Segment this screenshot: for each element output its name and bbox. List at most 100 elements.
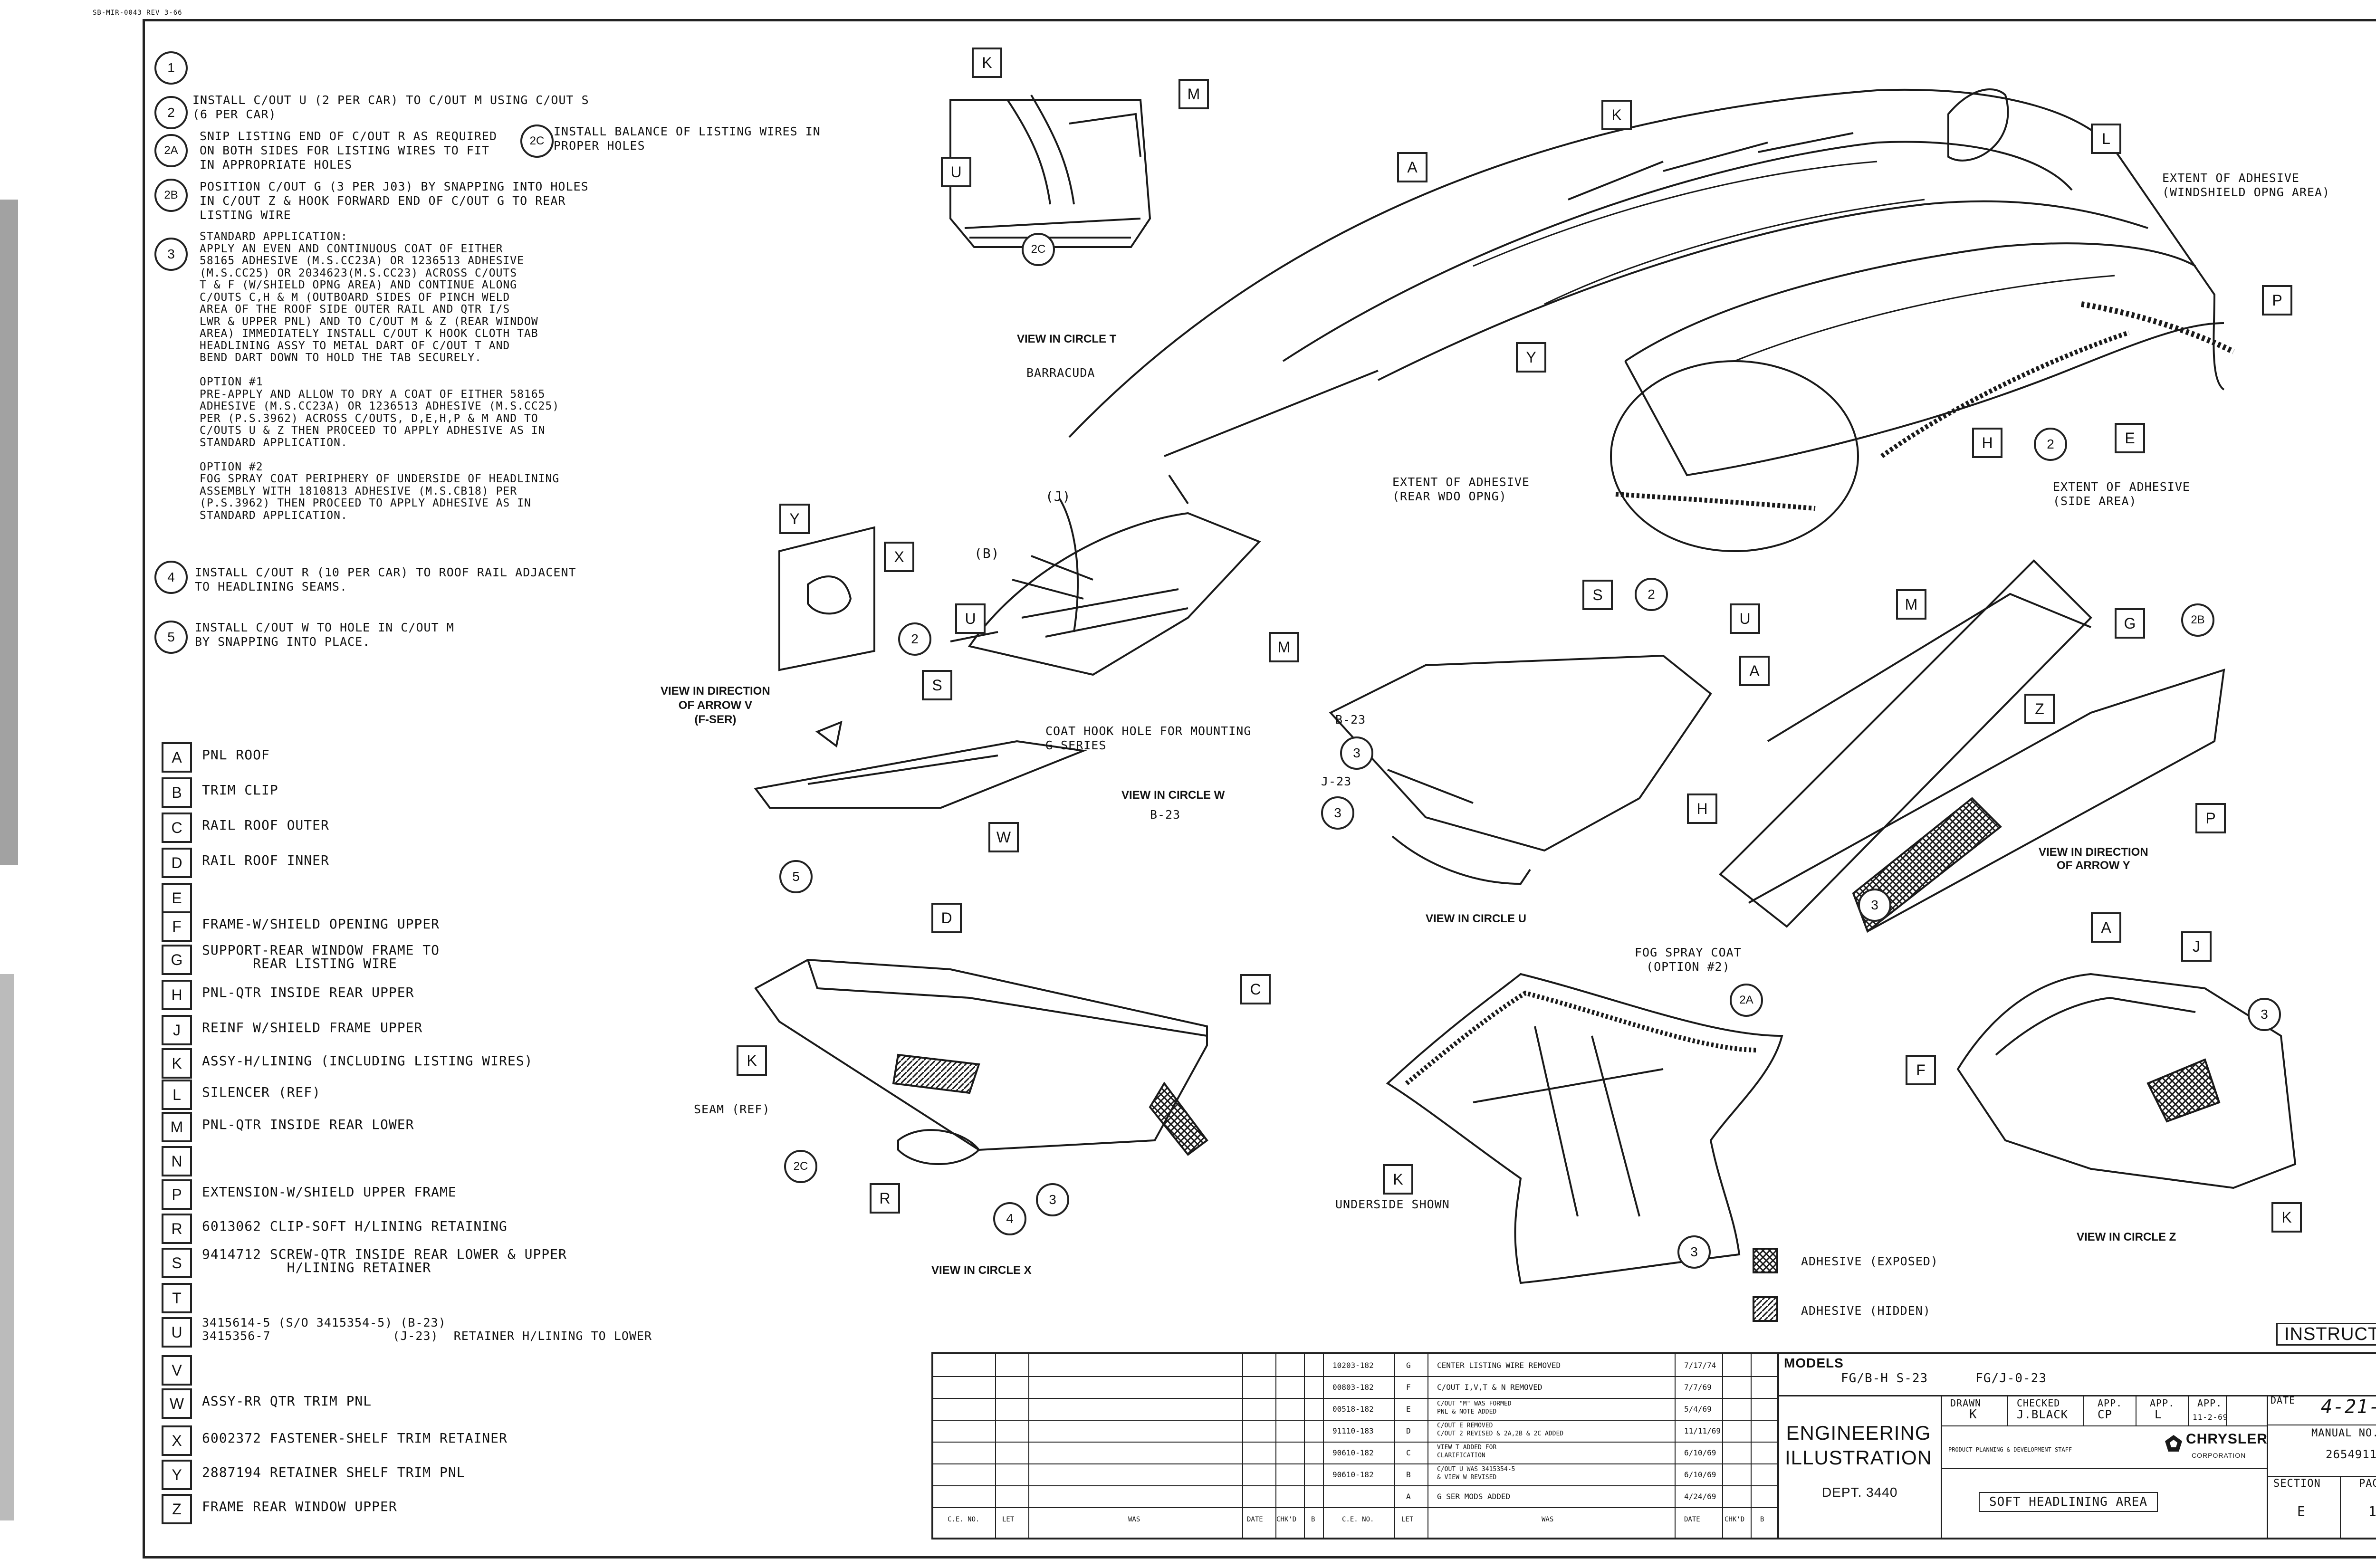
legend-key: J — [162, 1015, 192, 1045]
legend-key: D — [162, 848, 192, 878]
view-label-circle-w: VIEW IN CIRCLE W — [1121, 789, 1225, 802]
y-retainer — [778, 526, 875, 671]
step-number: 2C — [520, 124, 554, 158]
rev-date: 11/11/69 — [1684, 1426, 1721, 1435]
rev-no: 90610-182 — [1332, 1448, 1374, 1457]
legend-label: RAIL ROOF OUTER — [202, 817, 329, 833]
extent-windshield-label: EXTENT OF ADHESIVE (WINDSHIELD OPNG AREA… — [2162, 171, 2330, 199]
callout-2b: 2B — [2181, 603, 2214, 637]
callout-2c: 2C — [784, 1150, 817, 1183]
legend-key: U — [162, 1317, 192, 1348]
callout-u: U — [941, 157, 971, 187]
brand-name: CHRYSLER — [2186, 1431, 2268, 1447]
callout-m: M — [1269, 632, 1299, 662]
title-block: MODELS FG/B-H S-23 FG/J-0-23 ENGINEERING… — [1777, 1352, 2376, 1539]
legend-label: 6013062 CLIP-SOFT H/LINING RETAINING — [202, 1218, 508, 1234]
legend-label: FRAME REAR WINDOW UPPER — [202, 1499, 397, 1514]
adhesive-hidden-swatch — [1753, 1296, 1778, 1322]
view-circle-z — [1956, 973, 2297, 1189]
rev-header-b: B — [1760, 1516, 1764, 1523]
step-text: POSITION C/OUT G (3 PER J03) BY SNAPPING… — [200, 180, 589, 222]
rev-header-no: C.E. NO. — [1342, 1516, 1374, 1523]
rev-date: 7/7/69 — [1684, 1383, 1712, 1392]
callout-a: A — [1739, 656, 1770, 686]
rev-header-date: DATE — [1684, 1516, 1700, 1523]
section-label: SECTION — [2273, 1478, 2321, 1490]
legend-label: PNL ROOF — [202, 747, 270, 763]
callout-4: 4 — [993, 1202, 1026, 1235]
callout-2c: 2C — [1022, 233, 1055, 266]
scan-edge-artifact — [0, 200, 18, 865]
callout-e: E — [2115, 423, 2145, 453]
callout-3: 3 — [1340, 736, 1373, 770]
manual-label: MANUAL NO. — [2311, 1427, 2376, 1439]
callout-p: P — [2262, 285, 2292, 316]
engineering-illustration: ENGINEERING ILLUSTRATION — [1785, 1422, 1932, 1469]
callout-f: F — [1906, 1055, 1936, 1085]
legend-label: EXTENSION-W/SHIELD UPPER FRAME — [202, 1184, 457, 1200]
callout-y: Y — [779, 504, 810, 534]
callout-j: (J) — [1045, 488, 1071, 504]
rev-no: 90610-182 — [1332, 1470, 1374, 1479]
step-text: INSTALL C/OUT U (2 PER CAR) TO C/OUT M U… — [192, 93, 589, 121]
legend-key: Z — [162, 1494, 192, 1524]
rev-letter: G — [1406, 1361, 1411, 1370]
legend-label: ASSY-H/LINING (INCLUDING LISTING WIRES) — [202, 1053, 533, 1069]
date-value: 4-21-69 — [2321, 1396, 2376, 1418]
fog-spray-label: FOG SPRAY COAT (OPTION #2) — [1635, 946, 1742, 974]
rev-header-date: DATE — [1247, 1516, 1263, 1523]
page-value: 11.0 — [2368, 1503, 2376, 1519]
legend-label: SUPPORT-REAR WINDOW FRAME TO REAR LISTIN… — [202, 942, 440, 971]
revision-table: 10203-182 G CENTER LISTING WIRE REMOVED … — [931, 1352, 1781, 1539]
callout-w: W — [988, 822, 1019, 852]
legend-key: M — [162, 1112, 192, 1142]
instructions-tab: INSTRUCTIONS — [2276, 1323, 2376, 1346]
callout-a: A — [2091, 912, 2121, 943]
callout-k: K — [972, 48, 1002, 78]
rev-date: 4/24/69 — [1684, 1492, 1716, 1501]
page-label: PAGE — [2359, 1478, 2376, 1490]
rev-was: VIEW T ADDED FOR CLARIFICATION — [1437, 1444, 1497, 1459]
callout-u: U — [955, 603, 986, 634]
b23-label: B-23 — [1335, 713, 1366, 727]
headlining-underside — [1386, 973, 1783, 1284]
callout-m: M — [1178, 79, 1209, 109]
view-label-circle-x: VIEW IN CIRCLE X — [931, 1264, 1032, 1277]
legend-key: P — [162, 1179, 192, 1210]
legend-label: FRAME-W/SHIELD OPENING UPPER — [202, 916, 440, 932]
app-label: APP. — [2197, 1397, 2223, 1409]
legend-key: S — [162, 1248, 192, 1278]
callout-k: K — [1601, 100, 1632, 130]
drawn-label: DRAWN — [1950, 1397, 1982, 1409]
callout-3: 3 — [1036, 1183, 1069, 1216]
adhesive-exposed-swatch — [1753, 1248, 1778, 1273]
callout-s: S — [1582, 580, 1613, 610]
rev-no: 91110-183 — [1332, 1426, 1374, 1435]
legend-key: R — [162, 1214, 192, 1244]
callout-l: L — [2091, 124, 2121, 154]
callout-a: A — [1397, 152, 1428, 182]
step-number: 1 — [154, 51, 188, 85]
rev-was: C/OUT "M" WAS FORMED PNL & NOTE ADDED — [1437, 1400, 1512, 1415]
legend-key: T — [162, 1283, 192, 1313]
rev-header-let: LET — [1002, 1516, 1015, 1523]
rev-letter: D — [1406, 1426, 1411, 1435]
rev-was: C/OUT U WAS 3415354-5 & VIEW W REVISED — [1437, 1466, 1515, 1481]
drawing-title: SOFT HEADLINING AREA — [1979, 1492, 2158, 1512]
step-number: 4 — [154, 561, 188, 594]
header-code: SB-MIR-0043 REV 3-66 — [93, 9, 182, 17]
section-value: E — [2297, 1503, 2306, 1519]
app-value: L — [2155, 1408, 2162, 1421]
rev-no: 00803-182 — [1332, 1383, 1374, 1392]
rev-date: 6/10/69 — [1684, 1448, 1716, 1457]
rev-letter: F — [1406, 1383, 1411, 1392]
step-number: 2A — [154, 134, 188, 167]
rev-was: C/OUT I,V,T & N REMOVED — [1437, 1383, 1542, 1392]
legend-key: Y — [162, 1460, 192, 1490]
callout-x: X — [884, 542, 914, 572]
step-text: SNIP LISTING END OF C/OUT R AS REQUIRED … — [200, 129, 497, 172]
callout-h: H — [1687, 794, 1717, 824]
legend-key: N — [162, 1146, 192, 1176]
models-label: MODELS — [1784, 1356, 1844, 1370]
legend-label: SILENCER (REF) — [202, 1084, 321, 1100]
